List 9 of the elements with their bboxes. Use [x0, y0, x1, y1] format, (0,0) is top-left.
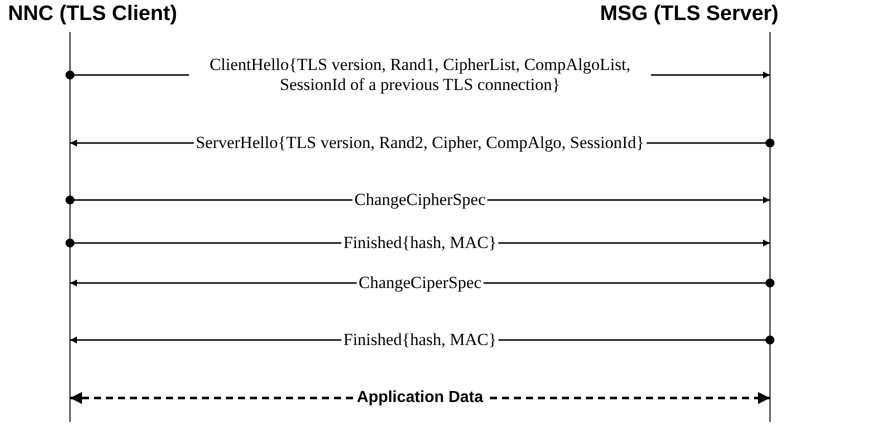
participant-heading: NNC (TLS Client) [8, 2, 178, 26]
message-label: ChangeCipherSpec [352, 190, 488, 210]
message-label: ChangeCiperSpec [356, 273, 484, 293]
message-label: ServerHello{TLS version, Rand2, Cipher, CompAlgo, SessionId} [194, 133, 646, 153]
participant-heading: MSG (TLS Server) [600, 2, 779, 26]
message-label: Application Data [354, 388, 486, 408]
message-label: Finished{hash, MAC} [341, 233, 499, 253]
message-label: Finished{hash, MAC} [341, 330, 499, 350]
message-label: ClientHello{TLS version, Rand1, CipherList, CompAlgoList, SessionId of a previous TLS connection} [189, 55, 651, 95]
